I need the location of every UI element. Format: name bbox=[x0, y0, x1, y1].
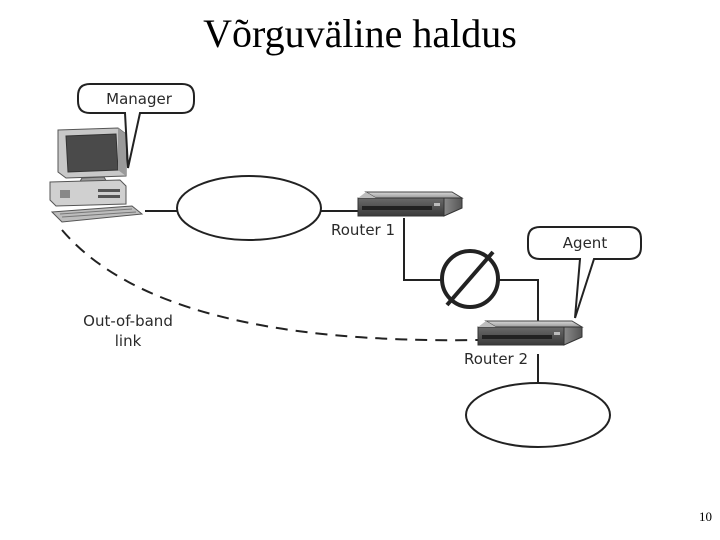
router-2-label: Router 2 bbox=[464, 350, 528, 368]
out-of-band-label-line1: Out-of-band bbox=[83, 312, 173, 330]
router-2-icon bbox=[477, 320, 584, 346]
slide-title: Võrguväline haldus bbox=[203, 11, 517, 56]
network-cloud-bottom bbox=[465, 382, 611, 448]
agent-callout: Agent bbox=[527, 226, 642, 319]
router-1-icon bbox=[357, 191, 464, 217]
manager-callout: Manager bbox=[77, 83, 195, 169]
out-of-band-label-line2: link bbox=[115, 332, 142, 350]
page-number: 10 bbox=[699, 509, 712, 524]
broken-link-icon bbox=[440, 249, 500, 309]
manager-label: Manager bbox=[106, 90, 173, 108]
out-of-band-link bbox=[61, 229, 479, 342]
router-1-label: Router 1 bbox=[331, 221, 395, 239]
network-cloud-top bbox=[176, 175, 322, 241]
desktop-computer-icon bbox=[49, 127, 144, 223]
agent-label: Agent bbox=[563, 234, 608, 252]
